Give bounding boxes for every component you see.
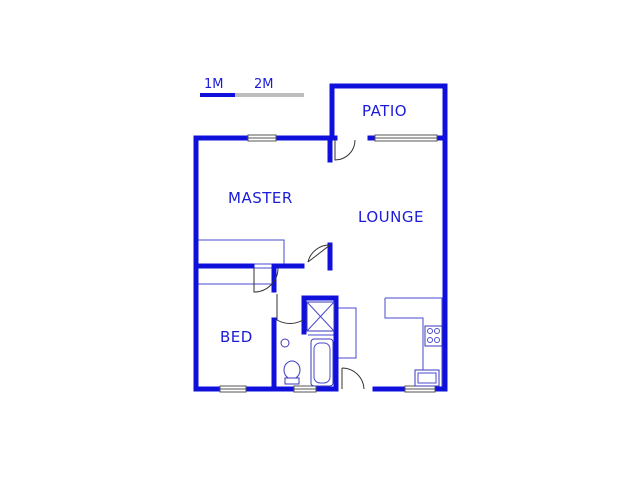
basin-icon — [280, 338, 290, 348]
door-patio — [334, 139, 356, 161]
toilet-icon — [283, 360, 301, 380]
scale-label-1m: 1M — [204, 77, 224, 92]
scale-label-2m: 2M — [254, 77, 274, 92]
walls — [193, 83, 448, 392]
bathtub — [310, 338, 334, 387]
bathroom-fixtures — [280, 301, 335, 387]
scale-bar: 1M 2M — [200, 77, 304, 97]
vanity-counter — [337, 307, 357, 359]
door-entrance — [341, 367, 365, 390]
room-label-patio: PATIO — [362, 102, 407, 120]
door-master — [307, 244, 331, 263]
doors — [253, 139, 365, 390]
room-label-bed: BED — [220, 328, 253, 346]
door-bath — [276, 294, 304, 324]
toilet-cistern — [284, 377, 300, 385]
sink-icon — [414, 369, 440, 387]
bed-wardrobe — [197, 267, 275, 285]
kitchen-counter — [384, 297, 443, 388]
master-wardrobe — [197, 239, 285, 265]
wall-bath — [301, 295, 339, 392]
room-label-lounge: LOUNGE — [358, 208, 424, 226]
stove-icon — [424, 325, 443, 347]
room-label-master: MASTER — [228, 189, 293, 207]
kitchen-fixtures — [414, 325, 443, 387]
door-bed — [253, 267, 279, 293]
